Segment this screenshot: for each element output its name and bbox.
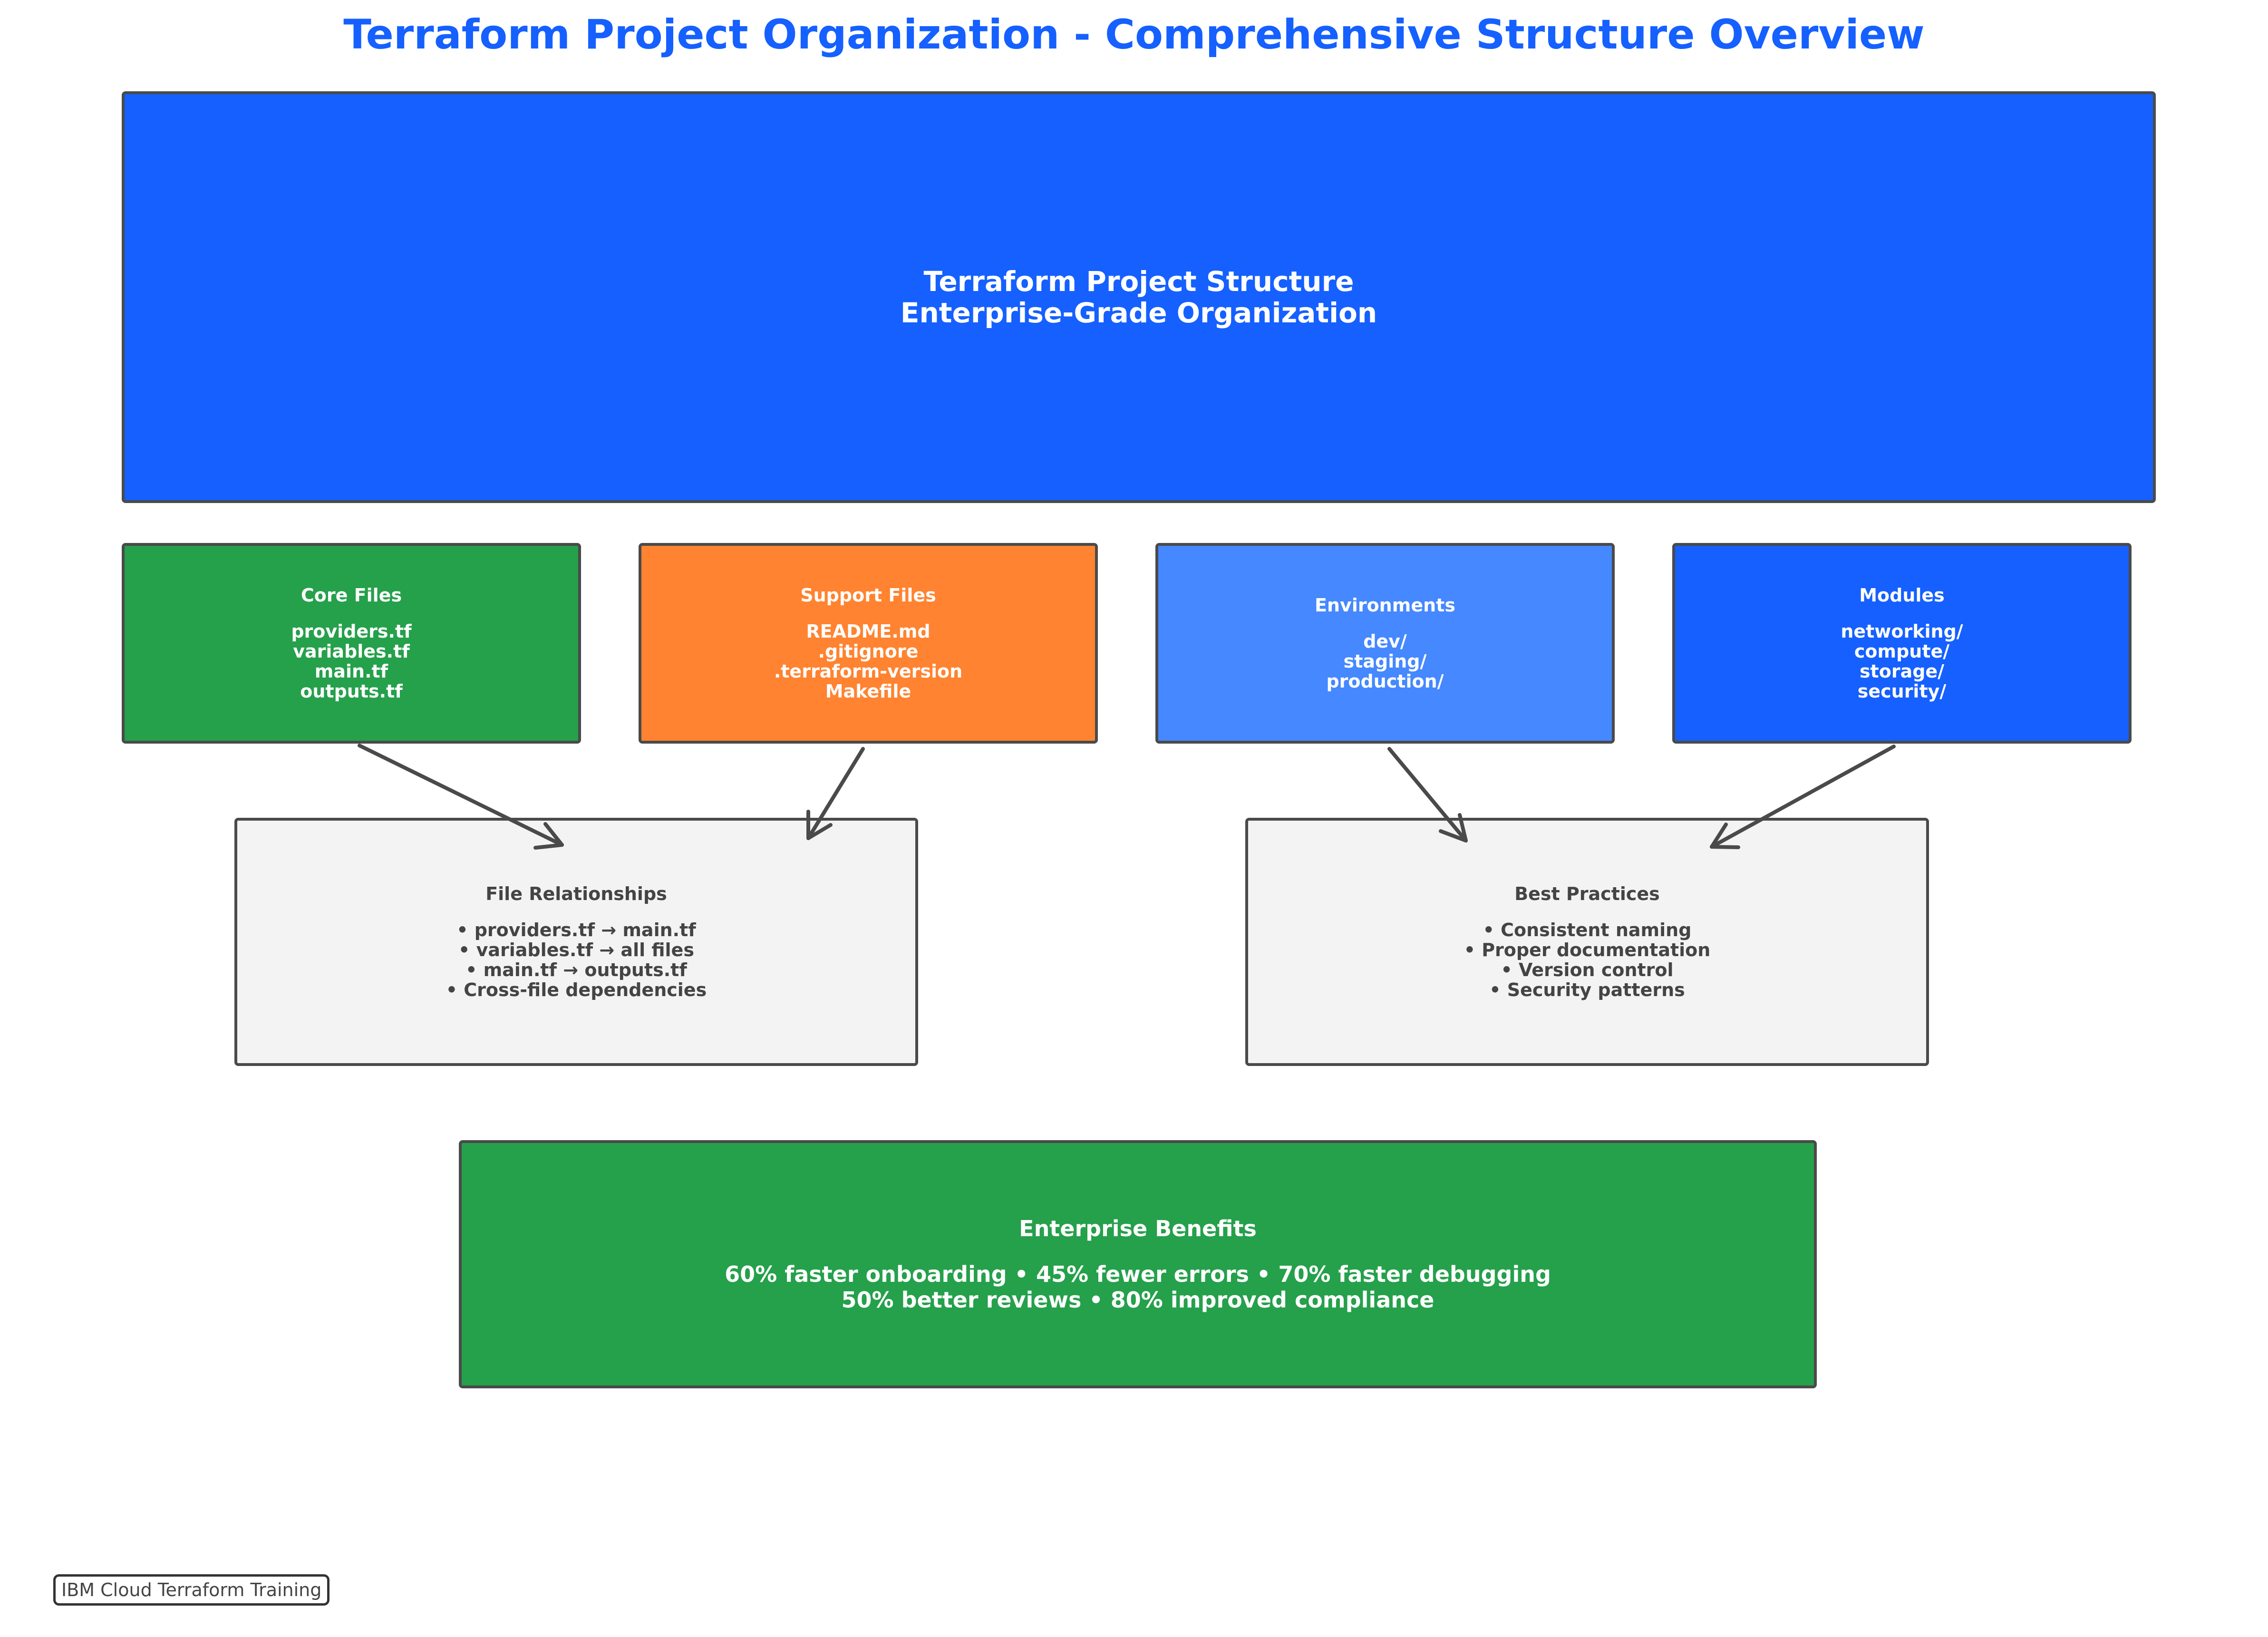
support-files-item: .terraform-version bbox=[774, 661, 963, 682]
file-relationships-item: • variables.tf → all files bbox=[458, 940, 694, 961]
support-files-item: README.md bbox=[806, 621, 930, 642]
footer-label: IBM Cloud Terraform Training bbox=[53, 1574, 330, 1606]
environments-heading: Environments bbox=[1315, 594, 1455, 616]
environments-item: production/ bbox=[1326, 671, 1444, 692]
support-files-heading: Support Files bbox=[800, 584, 936, 606]
core-files-box: Core Files providers.tf variables.tf mai… bbox=[122, 543, 581, 744]
modules-item: compute/ bbox=[1854, 641, 1950, 662]
environments-item: dev/ bbox=[1363, 631, 1407, 652]
modules-item: security/ bbox=[1857, 681, 1947, 702]
file-relationships-heading: File Relationships bbox=[485, 883, 667, 904]
modules-item: storage/ bbox=[1859, 661, 1945, 682]
file-relationships-item: • Cross-file dependencies bbox=[446, 979, 707, 1001]
header-subtitle: Enterprise-Grade Organization bbox=[900, 297, 1377, 329]
core-files-item: variables.tf bbox=[293, 641, 410, 662]
best-practices-item: • Consistent naming bbox=[1483, 920, 1692, 941]
header-title: Terraform Project Structure bbox=[923, 265, 1354, 298]
best-practices-box: Best Practices • Consistent naming • Pro… bbox=[1245, 818, 1929, 1066]
file-relationships-item: • main.tf → outputs.tf bbox=[465, 959, 687, 981]
modules-box: Modules networking/ compute/ storage/ se… bbox=[1672, 543, 2132, 744]
support-files-item: .gitignore bbox=[818, 641, 919, 662]
file-relationships-box: File Relationships • providers.tf → main… bbox=[234, 818, 918, 1066]
benefits-line: 50% better reviews • 80% improved compli… bbox=[841, 1287, 1434, 1313]
benefits-line: 60% faster onboarding • 45% fewer errors… bbox=[725, 1261, 1551, 1287]
best-practices-item: • Proper documentation bbox=[1464, 940, 1711, 961]
best-practices-item: • Security patterns bbox=[1489, 979, 1685, 1001]
benefits-heading: Enterprise Benefits bbox=[1019, 1216, 1257, 1242]
page-title: Terraform Project Organization - Compreh… bbox=[343, 11, 1925, 58]
best-practices-item: • Version control bbox=[1501, 959, 1674, 981]
environments-item: staging/ bbox=[1343, 651, 1427, 672]
support-files-box: Support Files README.md .gitignore .terr… bbox=[639, 543, 1098, 744]
modules-item: networking/ bbox=[1841, 621, 1963, 642]
environments-box: Environments dev/ staging/ production/ bbox=[1155, 543, 1615, 744]
core-files-item: providers.tf bbox=[291, 621, 412, 642]
core-files-item: main.tf bbox=[314, 661, 388, 682]
support-files-item: Makefile bbox=[825, 681, 911, 702]
modules-heading: Modules bbox=[1859, 584, 1945, 606]
enterprise-benefits-box: Enterprise Benefits 60% faster onboardin… bbox=[459, 1140, 1817, 1388]
best-practices-heading: Best Practices bbox=[1514, 883, 1660, 904]
header-box: Terraform Project Structure Enterprise-G… bbox=[122, 91, 2156, 503]
core-files-heading: Core Files bbox=[300, 584, 402, 606]
file-relationships-item: • providers.tf → main.tf bbox=[456, 920, 696, 941]
core-files-item: outputs.tf bbox=[300, 681, 403, 702]
